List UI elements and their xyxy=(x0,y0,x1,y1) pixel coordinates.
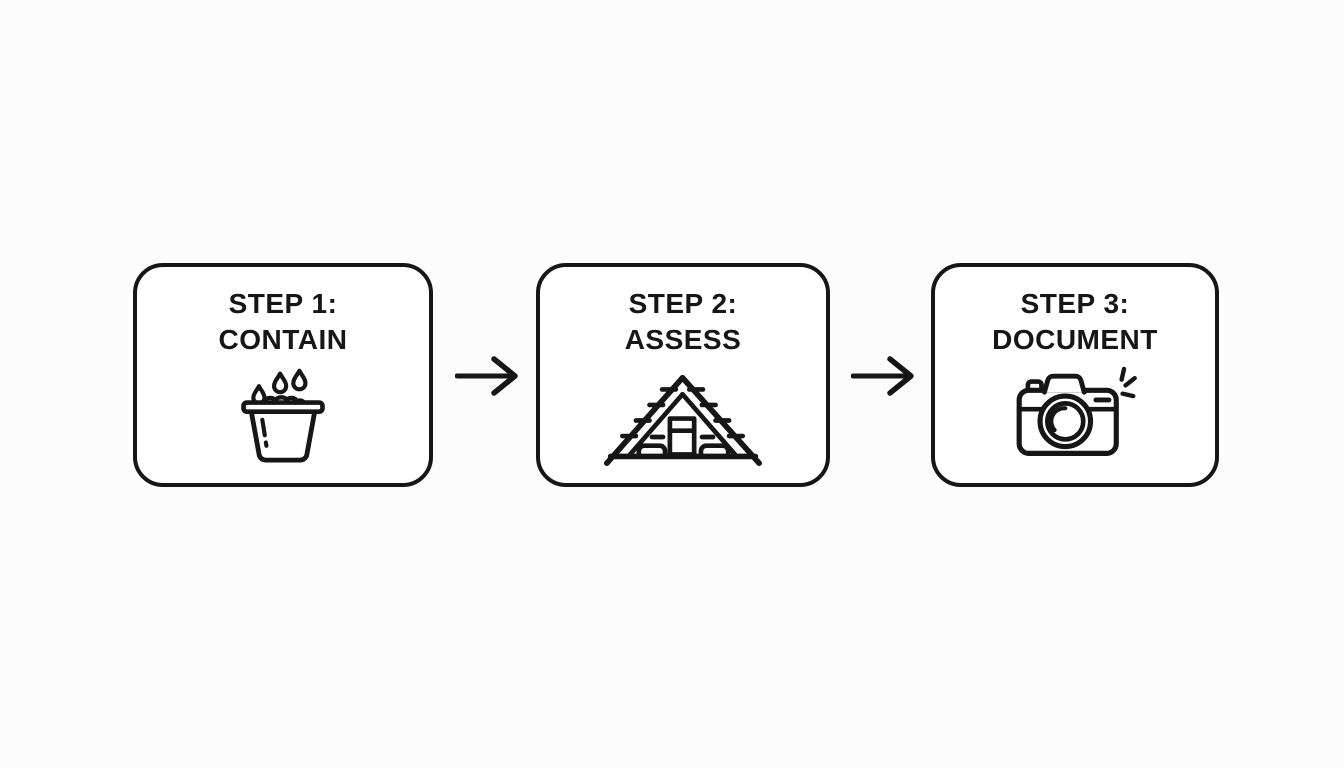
step-title: STEP 1: CONTAIN xyxy=(219,286,348,358)
step-card-assess: STEP 2: ASSESS xyxy=(536,263,830,487)
step-title-line1: STEP 2: xyxy=(628,288,738,319)
step-card-contain: STEP 1: CONTAIN xyxy=(133,263,433,487)
step-title-line2: DOCUMENT xyxy=(992,324,1158,355)
arrow-right-icon xyxy=(851,354,917,398)
camera-with-flash-icon xyxy=(1009,366,1141,466)
step-card-document: STEP 3: DOCUMENT xyxy=(931,263,1219,487)
step-title: STEP 2: ASSESS xyxy=(625,286,742,358)
step-title-line1: STEP 3: xyxy=(1020,288,1130,319)
step-title-line1: STEP 1: xyxy=(228,288,338,319)
step-title: STEP 3: DOCUMENT xyxy=(992,286,1158,358)
step-title-line2: CONTAIN xyxy=(218,324,348,355)
arrow-right-icon xyxy=(455,354,521,398)
roof-attic-icon xyxy=(598,370,768,470)
step-title-line2: ASSESS xyxy=(624,324,742,355)
bucket-catching-drips-icon xyxy=(230,364,336,468)
